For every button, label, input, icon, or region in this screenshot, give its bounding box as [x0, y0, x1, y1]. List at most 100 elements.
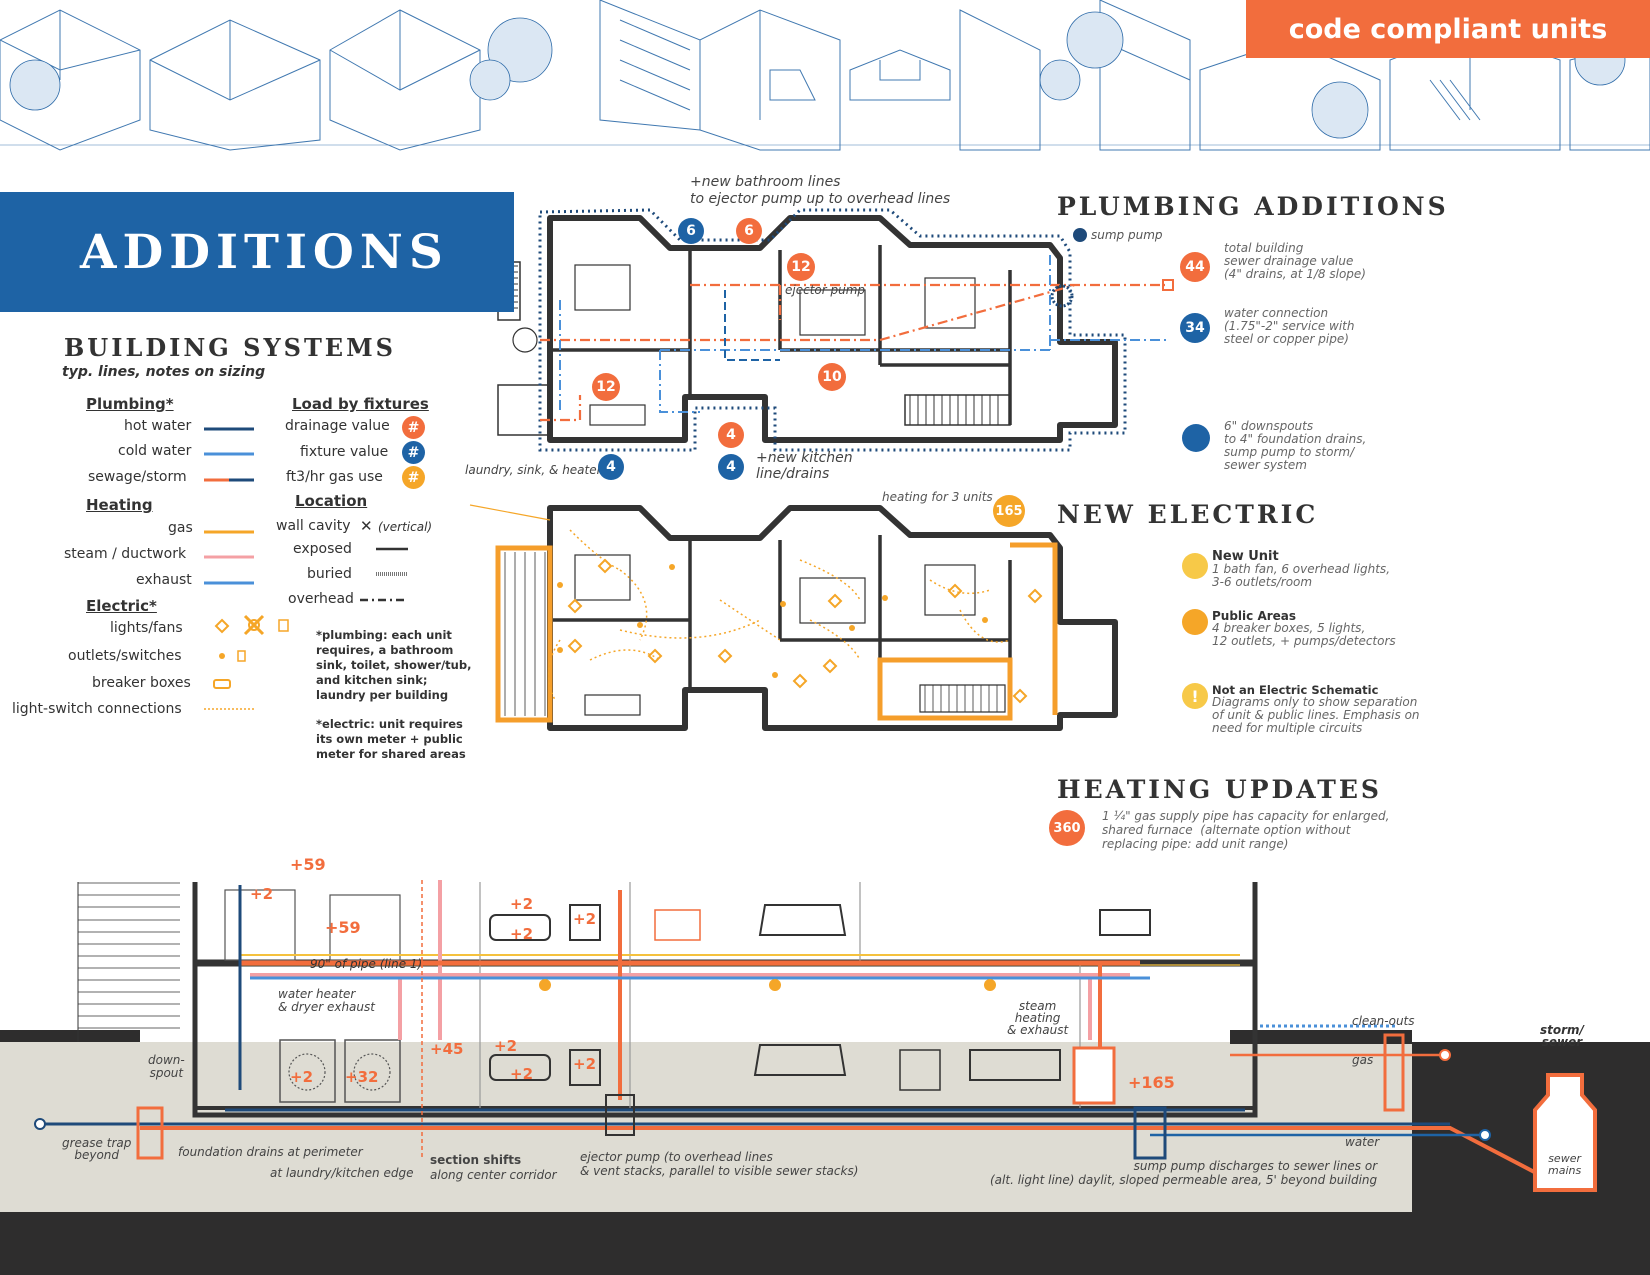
sump-pump-marker	[1050, 284, 1074, 308]
legend-subtitle: typ. lines, notes on sizing	[62, 364, 266, 380]
plumbing-footnote: *plumbing: each unit requires, a bathroo…	[316, 628, 472, 702]
electric-floor-plan	[469, 504, 1118, 731]
pipe-90-label: 90" of pipe (line 1)	[310, 957, 423, 971]
plumbing-plan-walls	[547, 215, 1118, 443]
heating-units-label: heating for 3 units	[882, 490, 993, 504]
new-unit-title: New Unit	[1212, 549, 1279, 564]
legend-exhaust: exhaust	[136, 572, 192, 588]
legend-fixture: fixture value	[300, 444, 389, 460]
plus-59-mid: +59	[325, 918, 361, 937]
legend-cold-water: cold water	[118, 443, 192, 459]
fixture-badge-4-kitchen: 4	[718, 454, 744, 480]
new-electric-title: NEW ELECTRIC	[1057, 500, 1319, 529]
clean-outs-label: clean-outs	[1352, 1014, 1415, 1028]
wall-cavity-note: (vertical)	[378, 520, 433, 534]
legend-switch-connections: light-switch connections	[12, 701, 182, 717]
sump-discharge-label: sump pump discharges to sewer lines or (…	[990, 1159, 1378, 1187]
new-kitchen-label: +new kitchen line/drains	[756, 450, 853, 482]
water-connection-badge: 34	[1180, 313, 1210, 343]
furnace	[1072, 1046, 1116, 1105]
city-trees	[9, 11, 1626, 139]
water-connection-text: water connection (1.75"-2" service with …	[1224, 306, 1355, 346]
plus-2-f: +2	[510, 1065, 534, 1083]
legend-gas: gas	[168, 520, 193, 536]
fixture-badge-6: 6	[678, 218, 704, 244]
load-heading: Load by fixtures	[292, 395, 429, 413]
switch-connections	[547, 529, 1011, 701]
legend-title: BUILDING SYSTEMS	[64, 333, 396, 362]
drainage-badge-6: 6	[736, 218, 762, 244]
foundation-drain-perimeter	[538, 208, 1127, 452]
sewage-line	[520, 283, 1165, 422]
ejector-pump	[605, 1094, 635, 1136]
plumbing-floor-plan	[497, 208, 1174, 452]
sump-pump-label: sump pump	[1091, 228, 1163, 242]
fixture-badge-4-laundry: 4	[598, 454, 624, 480]
building-section	[0, 880, 1650, 1212]
gas-label: gas	[1352, 1053, 1374, 1067]
public-areas-swatch	[1182, 609, 1208, 635]
heating-gas-use-badge: 360	[1049, 810, 1085, 846]
sewer-drainage-badge: 44	[1180, 252, 1210, 282]
ejector-pump-label: ejector pump	[785, 283, 866, 297]
wall-cavity-x-icon: ✕	[360, 517, 373, 535]
plus-2-g: +2	[573, 1055, 597, 1073]
downspout-text: 6" downspouts to 4" foundation drains, s…	[1224, 419, 1367, 472]
plus-2-a: +2	[250, 885, 274, 903]
plus-2-b: +2	[510, 895, 534, 913]
warning-icon: !	[1182, 683, 1208, 709]
electric-heading: Electric*	[86, 597, 157, 615]
city-sketch	[0, 0, 1650, 151]
drainage-badge-12-bottom: 12	[592, 373, 620, 401]
sump-pit	[1133, 1106, 1167, 1160]
legend-hot-water: hot water	[124, 418, 192, 434]
legend-breakers: breaker boxes	[92, 675, 191, 691]
plus-165: +165	[1128, 1073, 1175, 1092]
drainage-badge: #	[402, 416, 425, 439]
plus-2-h: +2	[290, 1068, 314, 1086]
drainage-badge-10: 10	[818, 363, 846, 391]
not-schematic-title: Not an Electric Schematic	[1212, 683, 1379, 697]
location-heading: Location	[295, 492, 368, 510]
heating-updates-text: 1 ¼" gas supply pipe has capacity for en…	[1102, 809, 1390, 851]
laundry-label: laundry, sink, & heater	[465, 463, 602, 477]
legend-gas-use: ft3/hr gas use	[286, 469, 383, 485]
gas-use-badge: #	[402, 466, 425, 489]
plus-45: +45	[430, 1040, 464, 1058]
sewer-main	[1533, 1073, 1597, 1192]
downspout-label: down- spout	[148, 1053, 185, 1080]
outlets	[557, 564, 988, 678]
fixture-badge: #	[402, 441, 425, 464]
legend-outlets: outlets/switches	[68, 648, 182, 664]
downspout-icon	[1182, 424, 1210, 452]
plus-2-c: +2	[510, 925, 534, 943]
water-label: water	[1345, 1135, 1380, 1149]
grease-trap-label: grease trap beyond	[62, 1136, 132, 1162]
heating-heading: Heating	[86, 496, 153, 514]
sump-pump-icon	[1073, 228, 1087, 242]
electric-plan-walls	[547, 505, 1118, 731]
foundation-drains-label: foundation drains at perimeter	[178, 1145, 363, 1159]
code-compliant-tag: code compliant units	[1246, 0, 1650, 58]
storm-sewer-label: storm/ sewer	[1540, 1023, 1584, 1049]
plus-59-top: +59	[290, 855, 326, 874]
ejector-pump-section-label: ejector pump (to overhead lines & vent s…	[580, 1150, 859, 1178]
new-bathroom-note: +new bathroom lines to ejector pump up t…	[690, 174, 951, 207]
drainage-badge-12-top: 12	[787, 253, 815, 281]
light-fixtures	[567, 558, 1043, 704]
legend-buried: buried	[307, 566, 352, 582]
additions-banner: ADDITIONS	[0, 192, 514, 312]
not-schematic-text: Diagrams only to show separation of unit…	[1212, 695, 1420, 735]
sewer-line	[140, 1126, 1541, 1177]
heating-updates-title: HEATING UPDATES	[1057, 775, 1382, 804]
legend-wall-cavity: wall cavity	[276, 518, 351, 534]
legend-sewage: sewage/storm	[88, 469, 187, 485]
center-corridor-label: along center corridor	[430, 1168, 557, 1182]
new-unit-swatch	[1182, 553, 1208, 579]
public-area-outline	[495, 542, 1058, 723]
plus-32: +32	[345, 1068, 379, 1086]
new-unit-text: 1 bath fan, 6 overhead lights, 3-6 outle…	[1212, 562, 1391, 589]
plus-2-d: +2	[573, 910, 597, 928]
legend-steam: steam / ductwork	[64, 546, 187, 562]
